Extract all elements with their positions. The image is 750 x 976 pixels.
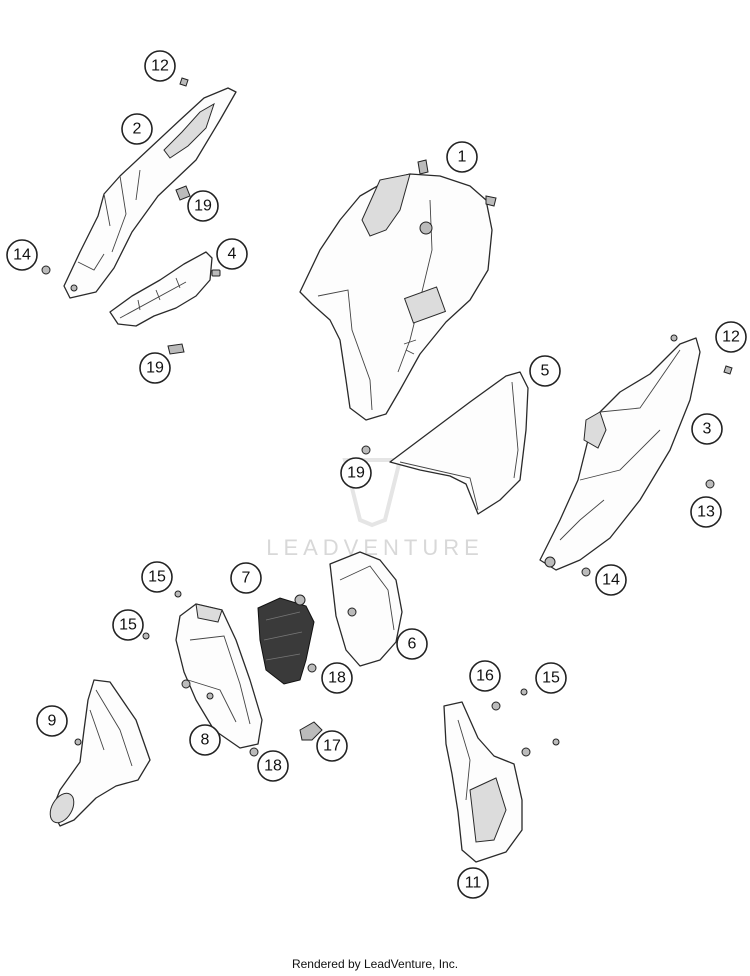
- clip-19-lower[interactable]: [167, 343, 185, 355]
- callout-18-upper[interactable]: 18: [321, 662, 353, 694]
- callout-5[interactable]: 5: [529, 355, 561, 387]
- svg-text:6: 6: [408, 636, 417, 653]
- callout-19-mid[interactable]: 19: [340, 457, 372, 489]
- clip-19-upper[interactable]: [175, 185, 191, 201]
- svg-text:7: 7: [242, 570, 251, 587]
- part-3-right-cover[interactable]: [539, 334, 701, 571]
- callout-16[interactable]: 16: [469, 660, 501, 692]
- callout-18-lower[interactable]: 18: [257, 750, 289, 782]
- callout-14-left[interactable]: 14: [6, 239, 38, 271]
- part-8-filter-cage[interactable]: [175, 603, 263, 749]
- svg-text:4: 4: [228, 246, 237, 263]
- part-2-side-cover[interactable]: [63, 87, 237, 299]
- part-1-main-cover[interactable]: [299, 159, 497, 421]
- part-9-intake-boot[interactable]: [45, 679, 151, 827]
- screw-14-left[interactable]: [41, 265, 51, 275]
- callout-14-right[interactable]: 14: [595, 564, 627, 596]
- footer-credit: Rendered by LeadVenture, Inc.: [291, 957, 459, 971]
- screw-15-d[interactable]: [552, 738, 560, 746]
- callout-15-top[interactable]: 15: [141, 561, 173, 593]
- svg-text:5: 5: [541, 363, 550, 380]
- svg-text:15: 15: [119, 617, 137, 634]
- svg-text:9: 9: [48, 713, 57, 730]
- svg-text:17: 17: [323, 738, 341, 755]
- part-7-air-filter[interactable]: [257, 594, 315, 685]
- svg-text:15: 15: [542, 670, 560, 687]
- screw-15-b[interactable]: [142, 632, 150, 640]
- clip-17[interactable]: [299, 721, 323, 741]
- callout-1[interactable]: 1: [446, 141, 478, 173]
- svg-text:18: 18: [264, 758, 282, 775]
- svg-text:15: 15: [148, 569, 166, 586]
- part-4-bracket[interactable]: [109, 251, 221, 327]
- svg-text:12: 12: [722, 329, 740, 346]
- nut-13[interactable]: [705, 479, 715, 489]
- part-6-filter-cover[interactable]: [329, 551, 403, 667]
- callout-3[interactable]: 3: [691, 413, 723, 445]
- watermark-text: LEADVENTURE: [266, 535, 484, 560]
- nut-18-upper[interactable]: [307, 663, 317, 673]
- callout-7[interactable]: 7: [230, 562, 262, 594]
- part-5-side-panel[interactable]: [361, 371, 529, 515]
- svg-text:19: 19: [347, 465, 365, 482]
- callout-8[interactable]: 8: [189, 724, 221, 756]
- svg-text:11: 11: [465, 875, 482, 892]
- screw-14-right[interactable]: [581, 567, 591, 577]
- screw-12-left[interactable]: [179, 77, 189, 87]
- svg-text:14: 14: [13, 247, 31, 264]
- callout-6[interactable]: 6: [396, 628, 428, 660]
- svg-text:3: 3: [703, 421, 712, 438]
- screw-15-a[interactable]: [174, 590, 182, 598]
- callout-12-right[interactable]: 12: [715, 321, 747, 353]
- svg-text:16: 16: [476, 668, 494, 685]
- screw-15-c[interactable]: [520, 688, 528, 696]
- callout-13[interactable]: 13: [690, 496, 722, 528]
- nut-16-b[interactable]: [521, 747, 531, 757]
- callout-15-mid[interactable]: 15: [112, 609, 144, 641]
- svg-text:19: 19: [146, 360, 164, 377]
- callout-11[interactable]: 11: [457, 867, 489, 899]
- svg-text:12: 12: [151, 58, 169, 75]
- callout-17[interactable]: 17: [316, 730, 348, 762]
- svg-text:1: 1: [458, 149, 467, 166]
- nut-16[interactable]: [491, 701, 501, 711]
- watermark-logo: [342, 458, 403, 528]
- svg-text:8: 8: [201, 732, 210, 749]
- callout-9[interactable]: 9: [36, 705, 68, 737]
- svg-text:19: 19: [194, 198, 212, 215]
- svg-text:13: 13: [697, 504, 715, 521]
- callout-4[interactable]: 4: [216, 238, 248, 270]
- callout-15-right[interactable]: 15: [535, 662, 567, 694]
- nut-18-lower[interactable]: [249, 747, 259, 757]
- callout-2[interactable]: 2: [121, 113, 153, 145]
- callout-19-lower[interactable]: 19: [139, 352, 171, 384]
- part-11-lower-cover[interactable]: [443, 701, 523, 863]
- svg-text:18: 18: [328, 670, 346, 687]
- svg-text:14: 14: [602, 572, 620, 589]
- callout-12-left[interactable]: 12: [144, 50, 176, 82]
- screw-12-right[interactable]: [723, 365, 733, 375]
- callout-19-upper[interactable]: 19: [187, 190, 219, 222]
- svg-text:2: 2: [133, 121, 142, 138]
